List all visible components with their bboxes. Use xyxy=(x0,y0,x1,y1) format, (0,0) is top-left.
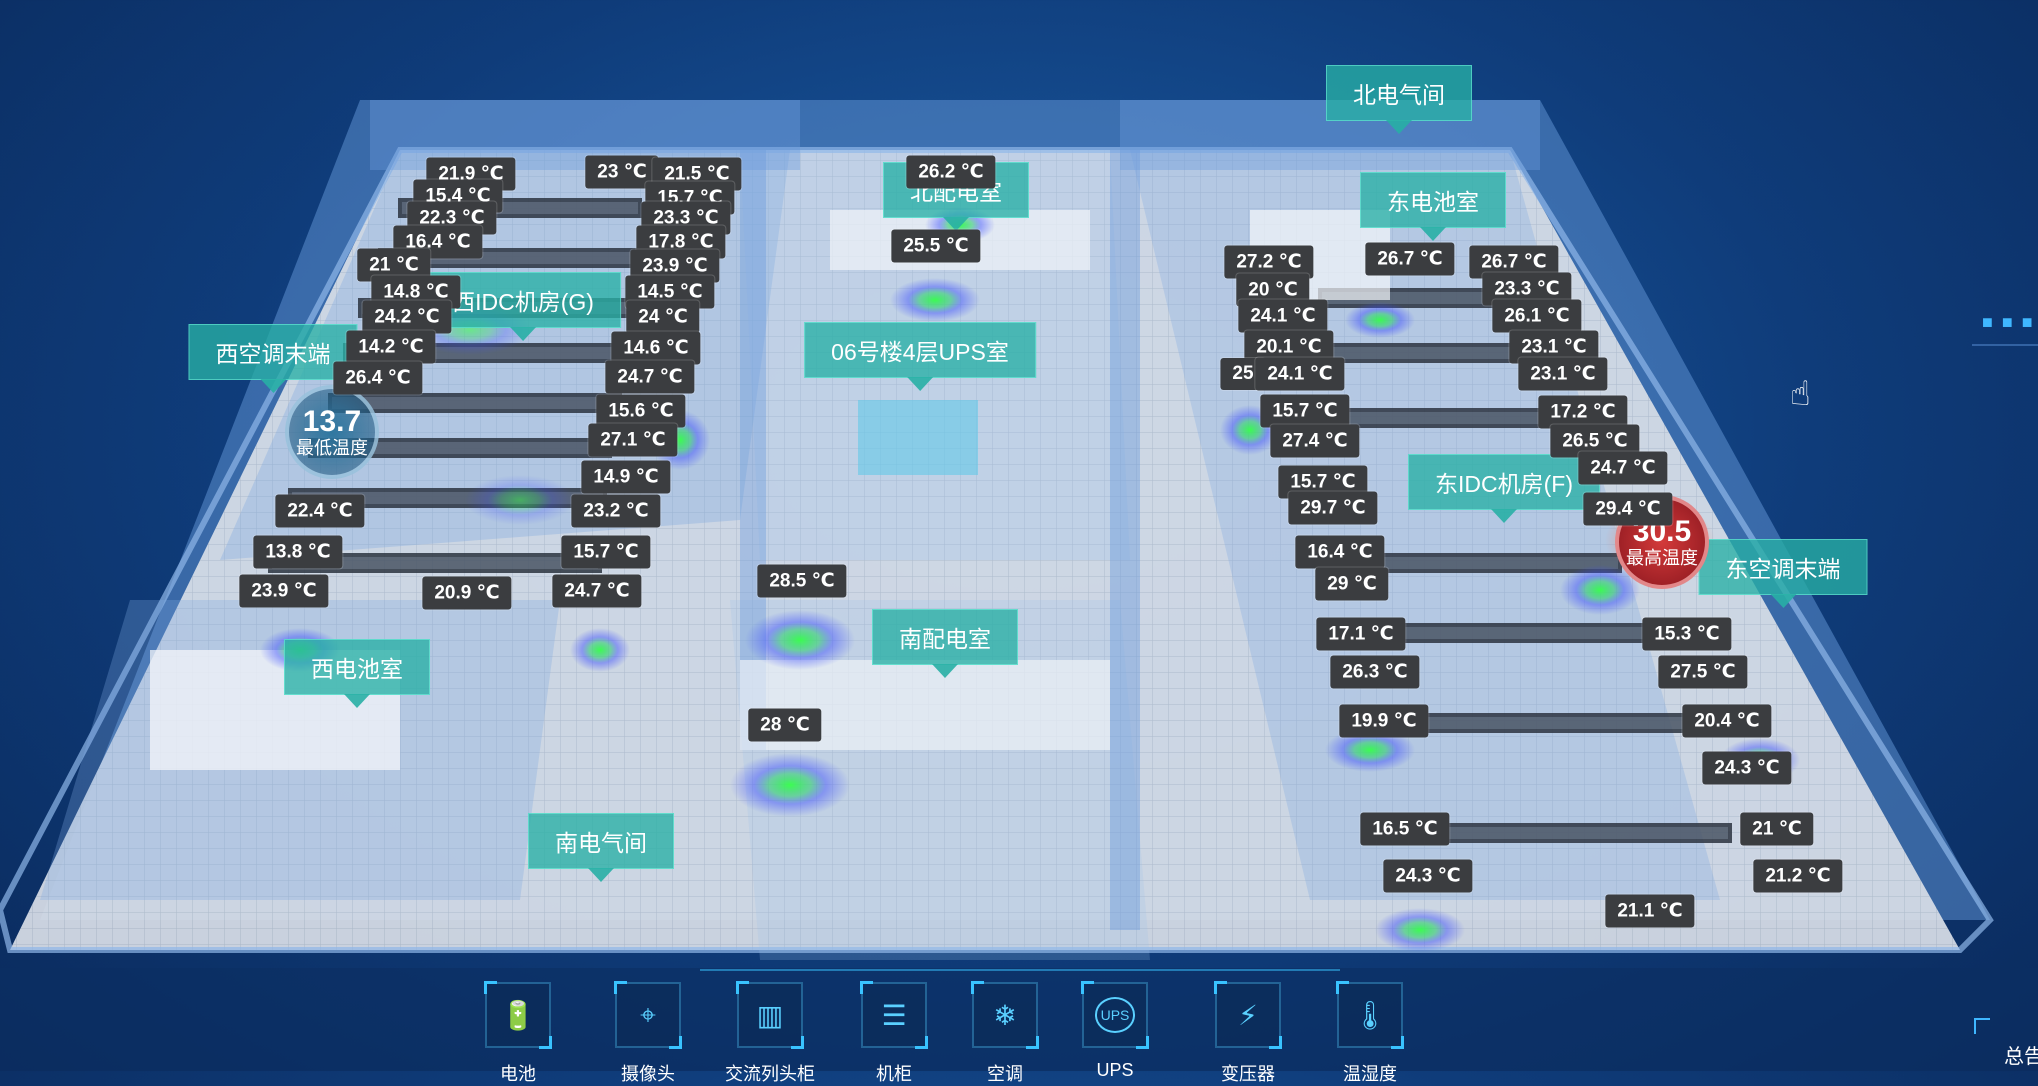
temp-sensor[interactable]: 24.3 ℃ xyxy=(1702,751,1792,785)
min-temp-value: 13.7 xyxy=(302,405,362,438)
temp-sensor[interactable]: 14.6 ℃ xyxy=(611,331,701,365)
temp-sensor[interactable]: 26.1 ℃ xyxy=(1492,299,1582,333)
temp-sensor[interactable]: 24.2 ℃ xyxy=(362,300,452,334)
temp-sensor[interactable]: 21.2 ℃ xyxy=(1753,859,1843,893)
temp-sensor[interactable]: 15.7 ℃ xyxy=(561,535,651,569)
toolbar-camera-button[interactable]: ⌖ xyxy=(614,981,682,1049)
temp-sensor[interactable]: 23.9 ℃ xyxy=(239,574,329,608)
temp-sensor[interactable]: 26.7 ℃ xyxy=(1365,242,1455,276)
temp-sensor[interactable]: 29.4 ℃ xyxy=(1583,492,1673,526)
room-label-west-battery[interactable]: 西电池室 xyxy=(284,639,430,695)
temp-sensor[interactable]: 24.3 ℃ xyxy=(1383,859,1473,893)
temp-sensor[interactable]: 21 ℃ xyxy=(1740,812,1814,846)
temp-sensor[interactable]: 27.1 ℃ xyxy=(588,423,678,457)
battery-icon: 🔋 xyxy=(500,999,536,1031)
temp-sensor[interactable]: 20.4 ℃ xyxy=(1682,704,1772,738)
temp-sensor[interactable]: 23.2 ℃ xyxy=(571,494,661,528)
ups-icon: UPS xyxy=(1094,997,1136,1033)
temp-sensor[interactable]: 19.9 ℃ xyxy=(1339,704,1429,738)
cabinet-icon: ▥ xyxy=(756,999,784,1031)
temp-sensor[interactable]: 21.1 ℃ xyxy=(1605,894,1695,928)
temp-sensor[interactable]: 24.7 ℃ xyxy=(1578,451,1668,485)
toolbar-cabinet-label: 交流列头柜 xyxy=(725,1064,815,1084)
temp-sensor[interactable]: 20.9 ℃ xyxy=(422,576,512,610)
transformer-icon: ⚡ xyxy=(1238,999,1258,1031)
temp-sensor[interactable]: 17.1 ℃ xyxy=(1316,617,1406,651)
toolbar-rack-button[interactable]: ☰ xyxy=(860,981,928,1049)
toolbar-battery-label: 电池 xyxy=(500,1064,536,1084)
temp-sensor[interactable]: 15.3 ℃ xyxy=(1642,617,1732,651)
temp-sensor[interactable]: 14.9 ℃ xyxy=(581,460,671,494)
temp-sensor[interactable]: 16.4 ℃ xyxy=(1295,535,1385,569)
snowflake-icon: ❄ xyxy=(993,999,1017,1031)
temp-sensor[interactable]: 26.4 ℃ xyxy=(333,361,423,395)
toolbar-transformer-label: 变压器 xyxy=(1221,1064,1275,1084)
room-label-south-electrical[interactable]: 南电气间 xyxy=(528,813,674,869)
corner-bracket-icon xyxy=(1974,1018,1990,1034)
temp-sensor[interactable]: 23.1 ℃ xyxy=(1518,357,1608,391)
toolbar-battery-button[interactable]: 🔋 xyxy=(484,981,552,1049)
side-divider xyxy=(1972,344,2038,346)
temp-sensor[interactable]: 25.5 ℃ xyxy=(891,229,981,263)
room-label-west-ac[interactable]: 西空调末端 xyxy=(188,324,358,380)
temp-sensor[interactable]: 24.7 ℃ xyxy=(552,574,642,608)
temp-sensor[interactable]: 29 ℃ xyxy=(1315,567,1389,601)
side-indicator: ■ ■ ■ xyxy=(1982,312,2035,332)
min-temp-label: 最低温度 xyxy=(296,438,368,458)
toolbar-rack-label: 机柜 xyxy=(876,1064,912,1084)
temp-sensor[interactable]: 22.4 ℃ xyxy=(275,494,365,528)
room-label-east-idc[interactable]: 东IDC机房(F) xyxy=(1408,454,1600,510)
toolbar-ups-button[interactable]: UPS xyxy=(1081,981,1149,1049)
max-temp-label: 最高温度 xyxy=(1626,548,1698,568)
toolbar-ac-label: 空调 xyxy=(987,1064,1023,1084)
temp-sensor[interactable]: 24.1 ℃ xyxy=(1238,299,1328,333)
min-temp-badge[interactable]: 13.7 最低温度 xyxy=(285,385,379,479)
temp-sensor[interactable]: 24.1 ℃ xyxy=(1255,357,1345,391)
toolbar-humidity-button[interactable]: 🌡 xyxy=(1336,981,1404,1049)
corner-label[interactable]: 总告 xyxy=(2004,1046,2038,1068)
room-label-south-distribution[interactable]: 南配电室 xyxy=(872,609,1018,665)
temp-sensor[interactable]: 27.5 ℃ xyxy=(1658,655,1748,689)
toolbar-cabinet-button[interactable]: ▥ xyxy=(736,981,804,1049)
toolbar-humidity-label: 温湿度 xyxy=(1343,1064,1397,1084)
temp-sensor[interactable]: 16.5 ℃ xyxy=(1360,812,1450,846)
temp-sensor[interactable]: 26.2 ℃ xyxy=(906,155,996,189)
room-label-east-ac[interactable]: 东空调末端 xyxy=(1698,539,1868,595)
temp-sensor[interactable]: 29.7 ℃ xyxy=(1288,491,1378,525)
temp-sensor[interactable]: 24.7 ℃ xyxy=(605,360,695,394)
temp-sensor[interactable]: 27.2 ℃ xyxy=(1224,245,1314,279)
temp-sensor[interactable]: 27.4 ℃ xyxy=(1270,424,1360,458)
toolbar-ac-button[interactable]: ❄ xyxy=(971,981,1039,1049)
temp-sensor[interactable]: 17.2 ℃ xyxy=(1538,395,1628,429)
temp-sensor[interactable]: 14.2 ℃ xyxy=(346,330,436,364)
temp-sensor[interactable]: 28 ℃ xyxy=(748,708,822,742)
thermometer-icon: 🌡 xyxy=(1352,999,1388,1031)
room-label-ups-room[interactable]: 06号楼4层UPS室 xyxy=(804,322,1036,378)
temp-sensor[interactable]: 15.7 ℃ xyxy=(1260,394,1350,428)
room-label-north-electrical[interactable]: 北电气间 xyxy=(1326,65,1472,121)
toolbar-transformer-button[interactable]: ⚡ xyxy=(1214,981,1282,1049)
temp-sensor[interactable]: 24 ℃ xyxy=(626,300,700,334)
temp-sensor[interactable]: 13.8 ℃ xyxy=(253,535,343,569)
room-label-east-battery[interactable]: 东电池室 xyxy=(1360,172,1506,228)
hand-cursor-icon: ☝ xyxy=(1790,375,1811,413)
server-rack-icon: ☰ xyxy=(881,999,907,1031)
temp-sensor[interactable]: 15.6 ℃ xyxy=(596,394,686,428)
temp-sensor[interactable]: 26.3 ℃ xyxy=(1330,655,1420,689)
camera-icon: ⌖ xyxy=(640,998,656,1030)
toolbar-camera-label: 摄像头 xyxy=(621,1064,675,1084)
temp-sensor[interactable]: 28.5 ℃ xyxy=(757,564,847,598)
